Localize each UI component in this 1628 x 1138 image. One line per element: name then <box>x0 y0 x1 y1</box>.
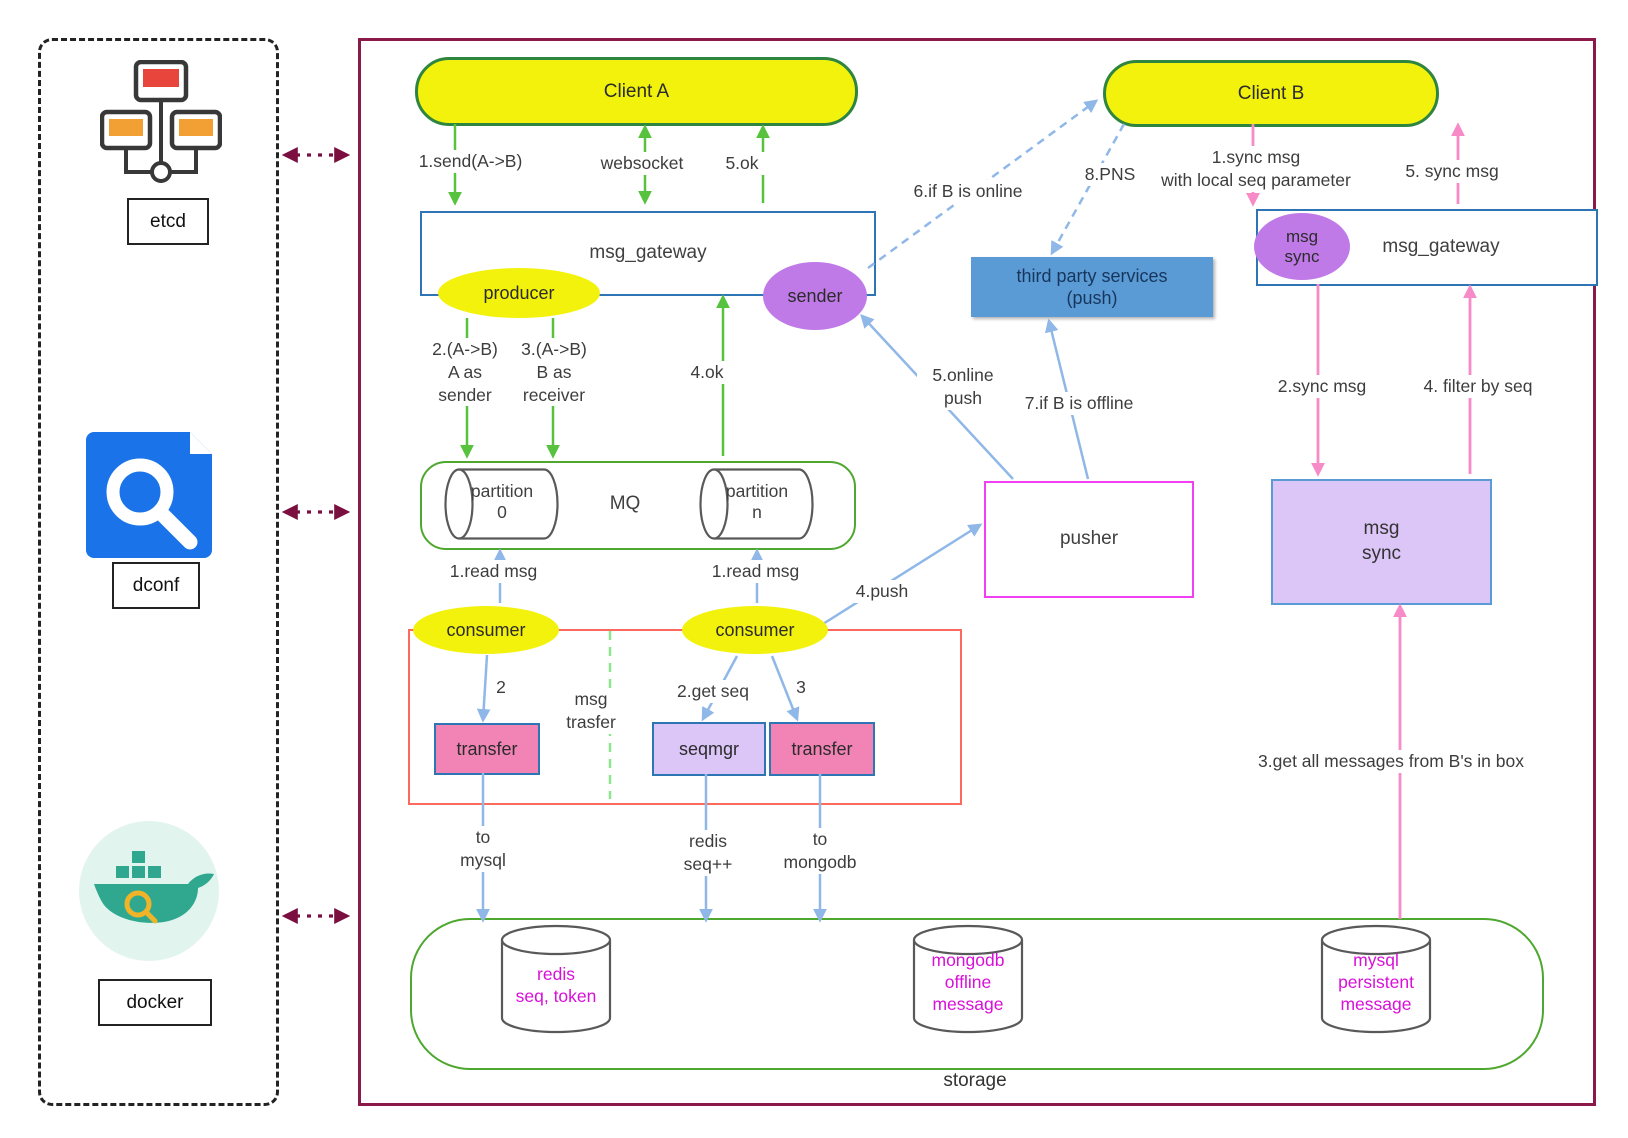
label-read-msg-right: 1.read msg <box>688 560 823 583</box>
cylinder-shape <box>500 924 612 1034</box>
cylinder-shape <box>444 468 559 540</box>
mq-label: MQ <box>609 493 641 514</box>
client-a-node: Client A <box>415 57 858 126</box>
partition-n-label: partition n <box>725 481 789 522</box>
arrow-step2 <box>476 654 491 723</box>
label-to-mysql: to mysql <box>443 826 523 872</box>
arrow-push <box>814 523 983 631</box>
docker-label: docker <box>98 979 212 1026</box>
msg-sync-node: msg sync <box>1271 479 1492 605</box>
label-ok5: 5.ok <box>702 152 782 175</box>
mysql-label: mysql persistent message <box>1338 950 1414 1014</box>
producer-node: producer <box>438 268 600 318</box>
transfer-left-node: transfer <box>434 723 540 775</box>
etcd-label: etcd <box>127 198 209 245</box>
mysql-node: mysql persistent message <box>1320 924 1432 1036</box>
consumer-right-node: consumer <box>682 606 828 654</box>
label-push4: 4.push <box>836 580 928 603</box>
label-b-as-receiver: 3.(A->B) B as receiver <box>499 338 609 407</box>
storage-label: storage <box>943 1070 1007 1091</box>
label-filter-by-seq: 4. filter by seq <box>1398 375 1558 398</box>
label-send-a-b: 1.send(A->B) <box>393 150 548 173</box>
label-to-mongodb: to mongodb <box>768 828 872 874</box>
arrow-pns-dashed <box>1050 123 1126 256</box>
etcd-icon <box>99 59 223 192</box>
partition-0-label: partition 0 <box>470 481 534 522</box>
label-if-b-online: 6.if B is online <box>903 180 1033 203</box>
label-msg-trasfer: msg trasfer <box>550 688 632 734</box>
dconf-label: dconf <box>112 562 200 609</box>
client-b-node: Client B <box>1103 60 1439 127</box>
cylinder-shape <box>1320 924 1432 1034</box>
third-party-services-node: third party services (push) <box>971 257 1213 317</box>
label-ok4: 4.ok <box>676 361 738 384</box>
seqmgr-node: seqmgr <box>652 722 766 776</box>
label-websocket: websocket <box>572 152 712 175</box>
label-sync-msg-2: 2.sync msg <box>1262 375 1382 398</box>
docker-icon <box>76 818 222 966</box>
label-redis-seq: redis seq++ <box>666 830 750 876</box>
mongodb-node: mongodb offline message <box>912 924 1024 1036</box>
label-get-seq: 2.get seq <box>663 680 763 703</box>
cylinder-shape <box>912 924 1024 1034</box>
partition-0-node: partition 0 <box>443 467 561 541</box>
transfer-right-node: transfer <box>769 722 875 776</box>
label-step3: 3 <box>796 677 806 697</box>
label-online-push: 5.online push <box>917 364 1009 410</box>
consumer-left-node: consumer <box>413 606 559 654</box>
label-sync-msg-5: 5. sync msg <box>1393 160 1511 183</box>
label-pns: 8.PNS <box>1078 163 1142 186</box>
redis-label: redis seq, token <box>515 964 597 1006</box>
redis-node: redis seq, token <box>500 924 612 1036</box>
label-get-all-messages: 3.get all messages from B's in box <box>1216 750 1566 773</box>
pusher-node: pusher <box>984 481 1194 598</box>
cylinder-shape <box>699 468 814 540</box>
msg-sync-badge: msg sync <box>1254 213 1350 280</box>
label-if-b-offline: 7.if B is offline <box>1008 392 1150 415</box>
arrow-step3 <box>770 655 800 722</box>
partition-n-node: partition n <box>698 467 816 541</box>
label-sync-msg-1: 1.sync msg with local seq parameter <box>1140 146 1372 192</box>
dconf-icon <box>84 430 220 560</box>
label-step2: 2 <box>496 677 506 697</box>
label-read-msg-left: 1.read msg <box>426 560 561 583</box>
mongodb-label: mongodb offline message <box>931 950 1005 1014</box>
sender-node: sender <box>763 262 867 330</box>
